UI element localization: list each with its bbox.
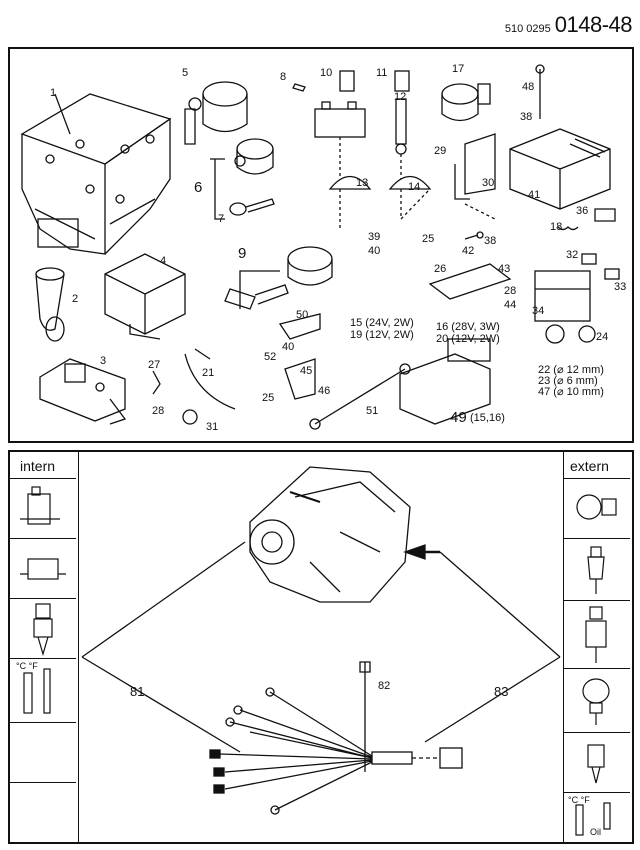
relay-4 — [104, 253, 186, 340]
intern-cell-1 — [10, 478, 76, 539]
callout-13: 13 — [356, 177, 369, 189]
extern-cell-3 — [564, 600, 630, 669]
callout-31: 31 — [206, 421, 219, 433]
extern-cell-5 — [564, 732, 630, 793]
callout-29: 29 — [434, 145, 447, 157]
callout-52: 52 — [264, 351, 277, 363]
switch-9 — [224, 246, 333, 310]
intern-cell-3 — [10, 598, 76, 659]
callout-1: 1 — [50, 87, 57, 99]
intern-heading: intern — [20, 458, 56, 474]
intern-cell-5 — [10, 722, 76, 783]
callout-10: 10 — [320, 67, 333, 79]
callout-50: 50 — [296, 309, 309, 321]
callout-4: 4 — [160, 255, 167, 267]
extern-cell-1 — [564, 478, 630, 539]
callout-40a: 40 — [368, 245, 381, 257]
callout-44: 44 — [504, 299, 517, 311]
callout-9: 9 — [238, 245, 247, 262]
callout-45: 45 — [300, 365, 313, 377]
regulator-41 — [509, 128, 611, 210]
callout-40b: 40 — [282, 341, 295, 353]
callout-33: 33 — [614, 281, 627, 293]
callout-28a: 28 — [152, 405, 165, 417]
callout-46: 46 — [318, 385, 331, 397]
spec-23: 23 (⌀ 6 mm) — [538, 375, 598, 387]
intern-cell-2 — [10, 538, 76, 599]
callout-34: 34 — [532, 305, 545, 317]
callout-6: 6 — [194, 179, 203, 196]
intern-cell-4: °C °F — [10, 658, 76, 723]
callout-11: 11 — [376, 67, 388, 79]
spec-22: 22 (⌀ 12 mm) — [538, 364, 604, 376]
spec-47: 47 (⌀ 10 mm) — [538, 386, 604, 398]
callout-21: 21 — [202, 367, 215, 379]
callout-39: 39 — [368, 231, 381, 243]
callout-42: 42 — [462, 245, 475, 257]
drawing-header: 510 0295 0148-48 — [504, 12, 633, 38]
parts-panel: 1 2 3 4 5 6 7 8 9 10 11 12 13 14 17 18 2… — [8, 47, 634, 443]
callout-41: 41 — [528, 189, 541, 201]
callout-38b: 38 — [484, 235, 497, 247]
callout-24: 24 — [596, 331, 609, 343]
relay-housing-1 — [20, 93, 172, 255]
callout-3: 3 — [100, 355, 107, 367]
callout-25b: 25 — [262, 392, 275, 404]
spec-15: 15 (24V, 2W) — [350, 317, 414, 329]
callout-26: 26 — [434, 263, 447, 275]
drawing-code: 0148-48 — [554, 12, 633, 37]
callout-28b: 28 — [504, 285, 517, 297]
callout-27: 27 — [148, 359, 161, 371]
ignition-switch-6 — [210, 138, 275, 220]
spec-20: 20 (12V, 2W) — [436, 333, 500, 345]
callout-18: 18 — [550, 221, 563, 233]
callout-14: 14 — [408, 181, 421, 193]
callout-43: 43 — [498, 263, 511, 275]
callout-8: 8 — [280, 71, 287, 83]
engine-drawing — [249, 466, 440, 603]
engine-harness-illustration — [81, 466, 561, 815]
callout-2: 2 — [72, 293, 79, 305]
spec-19: 19 (12V, 2W) — [350, 329, 414, 341]
sender-17 — [441, 83, 491, 122]
callout-81: 81 — [130, 684, 145, 699]
thermometer-symbol — [395, 98, 407, 189]
callout-7: 7 — [218, 213, 225, 225]
callout-17: 17 — [452, 63, 465, 75]
callout-12: 12 — [394, 91, 407, 103]
extern-column: extern °C °F Oil — [563, 452, 632, 842]
intern-cell-6 — [10, 782, 76, 843]
rubber-boot-2 — [35, 267, 65, 342]
extern-cell-6: °C °F Oil — [564, 792, 630, 843]
spec-16: 16 (28V, 3W) — [436, 321, 500, 333]
wiring-harness — [209, 687, 463, 815]
extern-heading: extern — [570, 458, 609, 474]
callout-30: 30 — [482, 177, 495, 189]
doc-number: 510 0295 — [504, 23, 551, 35]
callout-25a: 25 — [422, 233, 435, 245]
extern-cell-2 — [564, 538, 630, 601]
callout-48: 48 — [522, 81, 535, 93]
callout-83: 83 — [494, 684, 509, 699]
callout-32: 32 — [566, 249, 579, 261]
solenoid-5 — [184, 81, 248, 145]
parts-illustration — [20, 64, 620, 430]
battery-symbol — [314, 101, 366, 189]
spec-49: 49 — [450, 409, 467, 426]
relay-bracket-3 — [39, 358, 127, 425]
wiring-panel: intern °C °F extern — [8, 450, 634, 844]
callout-38a: 38 — [520, 111, 533, 123]
extern-thermo-units: °C °F — [568, 795, 590, 805]
intern-thermo-units: °C °F — [16, 661, 38, 671]
callout-82: 82 — [378, 680, 391, 692]
callout-5: 5 — [182, 67, 189, 79]
extern-cell-4 — [564, 668, 630, 733]
callout-36: 36 — [576, 205, 589, 217]
spec-49-sub: (15,16) — [470, 412, 505, 424]
callout-51: 51 — [366, 405, 379, 417]
intern-column: intern °C °F — [10, 452, 79, 842]
extern-thermo-caption: Oil — [590, 827, 601, 837]
